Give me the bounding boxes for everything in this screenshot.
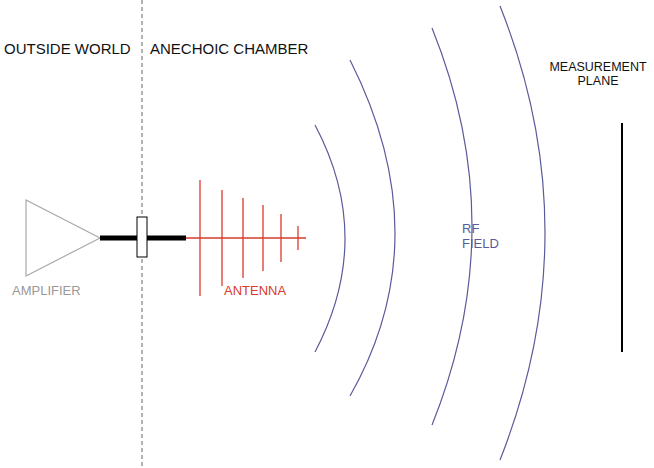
region-label: ANECHOIC CHAMBER [150, 40, 320, 57]
field-label: RF FIELD [462, 222, 512, 252]
rf-wavefronts [315, 6, 545, 460]
plane-label: MEASUREMENT PLANE [548, 60, 648, 89]
feedthrough-connector [137, 217, 147, 257]
amplifier-symbol [26, 200, 100, 276]
measurement-plane [621, 123, 623, 352]
part-label: ANTENNA [224, 284, 324, 299]
region-label: OUTSIDE WORLD [4, 40, 136, 57]
part-label: AMPLIFIER [12, 284, 122, 299]
antenna-symbol [186, 180, 306, 296]
